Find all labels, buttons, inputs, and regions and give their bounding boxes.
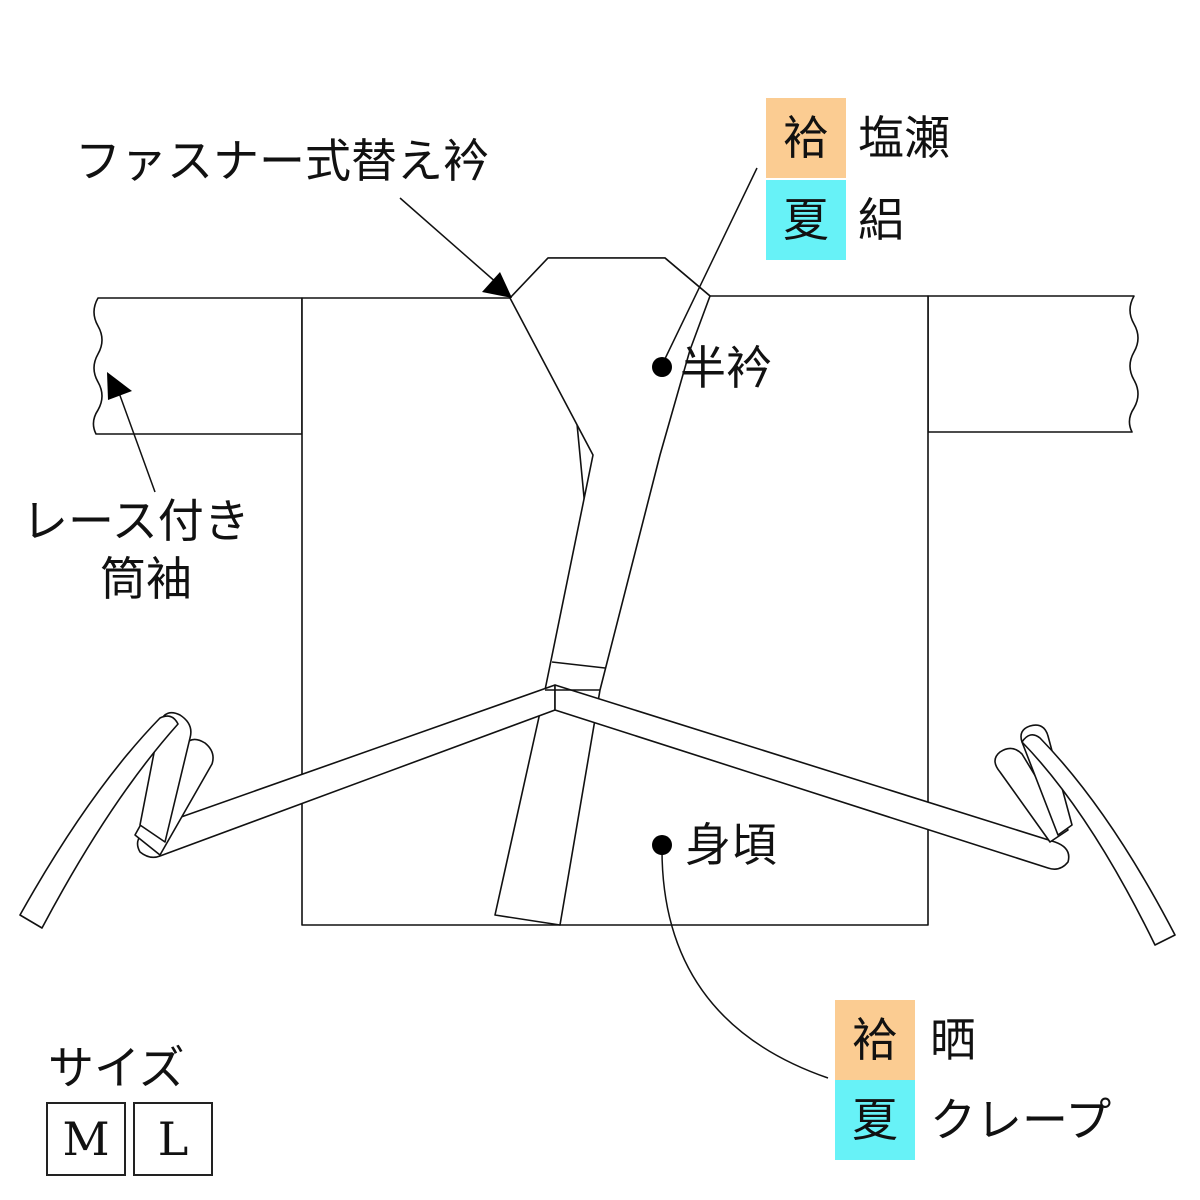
body-summer-badge: 夏 (835, 1080, 915, 1160)
zipper-collar-arrowhead (482, 272, 512, 298)
right-tie (554, 684, 1070, 870)
left-sleeve (92, 297, 303, 435)
zipper-collar-leader (399, 197, 499, 285)
lace-sleeve-label-line1: レース付き (22, 494, 250, 548)
right-tie-end (1021, 734, 1176, 946)
migoro-label: 身頃 (685, 818, 777, 872)
right-sleeve (927, 295, 1139, 433)
migoro-dot (652, 835, 672, 855)
body-lined-material: 晒 (930, 1013, 976, 1067)
body-lined-badge: 袷 (835, 1000, 915, 1080)
size-option-l: L (133, 1102, 213, 1176)
body-summer-material: クレープ (930, 1093, 1112, 1147)
zipper-collar-label: ファスナー式替え衿 (75, 134, 489, 188)
han-eri-dot (652, 357, 672, 377)
sleeve-leader (117, 389, 156, 493)
collar-summer-material: 絽 (858, 193, 904, 247)
lace-sleeve-label-line2: 筒袖 (100, 552, 192, 606)
han-eri-label: 半衿 (680, 341, 772, 395)
collar-lined-badge: 袷 (766, 98, 846, 178)
collar-lined-material: 塩瀬 (858, 111, 950, 165)
size-heading: サイズ (48, 1041, 185, 1095)
sleeve-arrowhead (107, 372, 132, 400)
han-eri-leader (661, 167, 758, 366)
collar-band (494, 257, 711, 926)
size-option-m: M (46, 1102, 126, 1176)
collar-summer-badge: 夏 (766, 180, 846, 260)
migoro-leader (661, 844, 829, 1079)
left-tie-end (19, 715, 179, 929)
right-tie-loop-1 (994, 747, 1069, 843)
